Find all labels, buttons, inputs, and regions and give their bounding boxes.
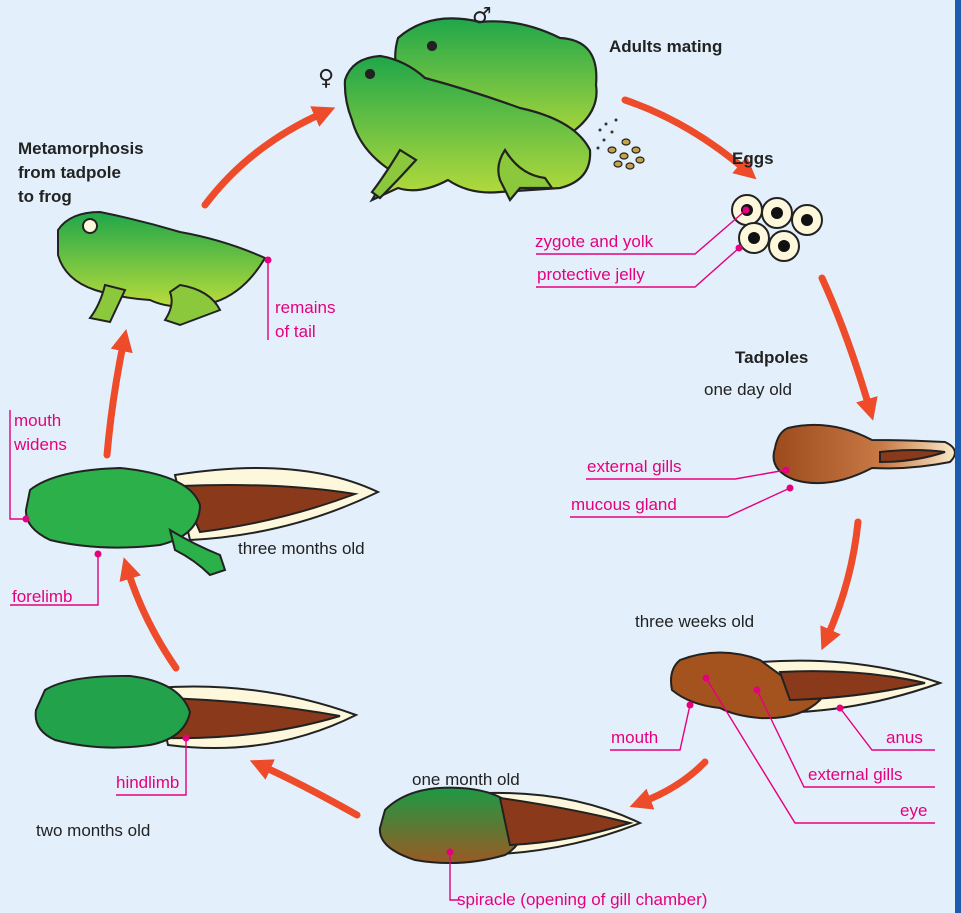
three-weeks-old-label: three weeks old	[635, 611, 754, 632]
mouth-widens-label-line-1: mouth	[14, 410, 61, 431]
arrow-two-months-to-three-months	[127, 568, 176, 668]
two-months-old-label: two months old	[36, 820, 150, 841]
adults-mating-title: Adults mating	[609, 36, 722, 57]
three-months-old-label: three months old	[238, 538, 365, 559]
remains-of-tail-label-line-1: remains	[275, 297, 335, 318]
external-gills-three-weeks-label: external gills	[808, 764, 903, 785]
one-month-old-label: one month old	[412, 769, 520, 790]
eye-label: eye	[900, 800, 927, 821]
tadpole-one-day-illustration	[774, 425, 955, 483]
tadpole-two-months-illustration	[36, 676, 356, 748]
froglet-eye	[83, 219, 97, 233]
tadpole-one-month-illustration	[380, 788, 640, 863]
arrow-three-weeks-to-one-month	[640, 762, 705, 803]
spiracle-label: spiracle (opening of gill chamber)	[457, 889, 707, 910]
adult-frogs-illustration	[345, 18, 597, 200]
eggs-title: Eggs	[732, 148, 774, 169]
mouth-widens-label-line-2: widens	[14, 434, 67, 455]
zygote-and-yolk-label: zygote and yolk	[535, 231, 653, 252]
female-symbol: ♀	[318, 68, 334, 90]
arrow-one-month-to-two-months	[260, 765, 357, 815]
arrow-eggs-to-one-day	[822, 278, 870, 410]
spawn-dots	[597, 119, 618, 150]
protective-jelly-label: protective jelly	[537, 264, 645, 285]
anus-label: anus	[886, 727, 923, 748]
arrow-metamorphosis-to-adults	[205, 112, 325, 205]
male-symbol: ♂	[472, 6, 492, 28]
spawn-illustration	[608, 139, 644, 169]
mucous-gland-label: mucous gland	[571, 494, 677, 515]
metamorphosis-title-line-2: from tadpole	[18, 162, 121, 183]
forelimb-label: forelimb	[12, 586, 72, 607]
hindlimb-label: hindlimb	[116, 772, 179, 793]
male-frog-eye	[428, 42, 436, 50]
mouth-label: mouth	[611, 727, 658, 748]
arrow-one-day-to-three-weeks	[826, 522, 858, 640]
metamorphosis-title-line-1: Metamorphosis	[18, 138, 144, 159]
tadpoles-title: Tadpoles	[735, 347, 808, 368]
arrow-three-months-to-metamorphosis	[107, 340, 124, 455]
tadpole-two-months-body	[36, 676, 190, 748]
metamorphosis-title-line-3: to frog	[18, 186, 72, 207]
female-frog-eye	[366, 70, 374, 78]
one-day-old-label: one day old	[704, 379, 792, 400]
external-gills-one-day-label: external gills	[587, 456, 682, 477]
tadpole-three-weeks-illustration	[671, 653, 940, 719]
froglet-illustration	[58, 212, 265, 325]
remains-of-tail-label-line-2: of tail	[275, 321, 316, 342]
